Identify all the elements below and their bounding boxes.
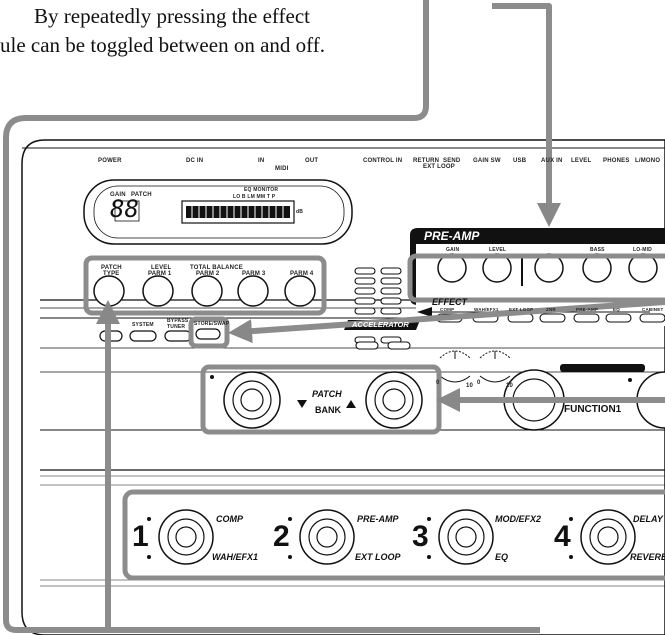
accelerator-button-2[interactable]: [387, 341, 411, 350]
label-midi-in: IN: [258, 158, 265, 164]
label-usb: USB: [513, 158, 527, 164]
footswitch-num-3: 3: [412, 520, 429, 553]
label-aux-in: AUX IN: [541, 158, 563, 164]
store-swap-label: STORE/SWAP: [194, 321, 230, 327]
label-return: RETURN: [413, 158, 440, 164]
effect-label-6: CABINET: [642, 307, 664, 312]
knob-top-0: PATCH: [101, 265, 122, 271]
bypass-tuner-label: BYPASS TUNER: [167, 318, 189, 330]
knob-label-4: PARM 4: [290, 271, 314, 277]
footswitch-bottom-4: REVERB: [630, 552, 665, 562]
label-send: SEND: [443, 158, 461, 164]
system-button[interactable]: [129, 330, 157, 342]
footswitch-top-3: MOD/EFX2: [495, 514, 542, 524]
knob-label-1: PARM 1: [148, 271, 172, 277]
footswitch-bottom-3: EQ: [495, 552, 509, 562]
preamp-lomid-label: LO-MID: [633, 247, 652, 253]
system-label: SYSTEM: [132, 322, 154, 328]
preamp-gain-label: GAIN: [446, 247, 460, 253]
knob-parm2[interactable]: [191, 275, 223, 307]
param-knobs: [93, 275, 316, 307]
caption-line-1: By repeatedly pressing the effect: [34, 4, 311, 28]
label-ext-loop: EXT LOOP: [423, 164, 455, 170]
knob-parm4[interactable]: [284, 275, 316, 307]
footswitch-top-1: COMP: [216, 514, 243, 524]
down-arrow-icon: [297, 400, 307, 408]
effect-label-5: EQ: [613, 307, 620, 312]
scale-min-1: 0: [436, 380, 440, 386]
effect-label-0: COMP: [440, 307, 455, 312]
label-dc-in: DC IN: [186, 158, 204, 164]
scale-dials: [439, 350, 511, 383]
footswitch-num-4: 4: [554, 520, 571, 553]
caption-line-2: ule can be toggled between on and off.: [0, 33, 325, 57]
db-label: dB: [296, 209, 304, 215]
effect-label-2: EXT LOOP: [509, 307, 534, 312]
preamp-panel: [410, 228, 665, 305]
indicator-slots: [354, 267, 402, 344]
label-level: LEVEL: [571, 158, 592, 164]
label-power: POWER: [98, 158, 122, 164]
effect-eq-button[interactable]: [605, 313, 632, 323]
scale-min-2: 0: [477, 380, 481, 386]
patch-label: PATCH: [312, 389, 342, 399]
effect-cabinet-button[interactable]: [639, 313, 665, 323]
preamp-bass-label: BASS: [590, 247, 605, 253]
knob-parm1[interactable]: [142, 275, 174, 307]
effect-label-3: ZNR: [546, 307, 556, 312]
eq-monitor-label: EQ MONITOR: [244, 187, 279, 193]
knob-type[interactable]: [93, 275, 125, 307]
store-swap-button[interactable]: [195, 328, 221, 340]
effect-preamp-button[interactable]: [573, 313, 600, 323]
effect-znr-button[interactable]: [539, 313, 566, 323]
knob-top-1: LEVEL: [151, 265, 172, 271]
label-l-mono: L/MONO: [635, 158, 661, 164]
scale-max-1: 10: [466, 383, 474, 389]
effect-label-1: WAH/EFX1: [474, 307, 499, 312]
knob-top-2: TOTAL BALANCE: [190, 265, 243, 271]
label-phones: PHONES: [603, 158, 630, 164]
scale-max-2: 10: [506, 383, 514, 389]
label-control-in: CONTROL IN: [363, 158, 403, 164]
function1-label: FUNCTION1: [564, 404, 622, 415]
accelerator-button[interactable]: [355, 341, 379, 350]
display-gain-label: GAIN: [110, 192, 126, 198]
footswitch-num-1: 1: [132, 520, 149, 553]
bypass-tuner-button[interactable]: [164, 330, 192, 342]
footswitch-bottom-2: EXT LOOP: [355, 552, 401, 562]
callout-overlay: [3, 0, 665, 633]
footswitch-bottom-1: WAH/EFX1: [212, 552, 259, 562]
footswitch-top-2: PRE-AMP: [357, 514, 399, 524]
display-digits: 88: [110, 195, 139, 223]
preamp-level-label: LEVEL: [489, 247, 507, 253]
eq-bands-label: LO B LM MM T P: [233, 194, 276, 200]
knob-label-0: TYPE: [103, 271, 120, 277]
footswitch-num-2: 2: [273, 520, 290, 553]
bank-label: BANK: [315, 405, 341, 415]
effect-footswitches: [158, 509, 636, 565]
led-dots: [147, 375, 632, 559]
label-midi: MIDI: [275, 166, 289, 172]
knob-label-2: PARM 2: [196, 271, 220, 277]
up-arrow-icon: [346, 400, 356, 408]
lcd-display: [83, 179, 353, 245]
knob-parm3[interactable]: [237, 275, 269, 307]
effect-title: EFFECT: [432, 297, 467, 307]
effect-label-4: PRE-AMP: [576, 307, 599, 312]
accelerator-label: ACCELERATOR: [352, 320, 409, 329]
preamp-title: PRE-AMP: [424, 229, 480, 243]
label-midi-out: OUT: [305, 158, 319, 164]
display-patch-label: PATCH: [131, 192, 152, 198]
label-gain-sw: GAIN SW: [473, 158, 501, 164]
footswitch-top-4: DELAY: [633, 514, 663, 524]
knob-label-3: PARM 3: [242, 271, 266, 277]
